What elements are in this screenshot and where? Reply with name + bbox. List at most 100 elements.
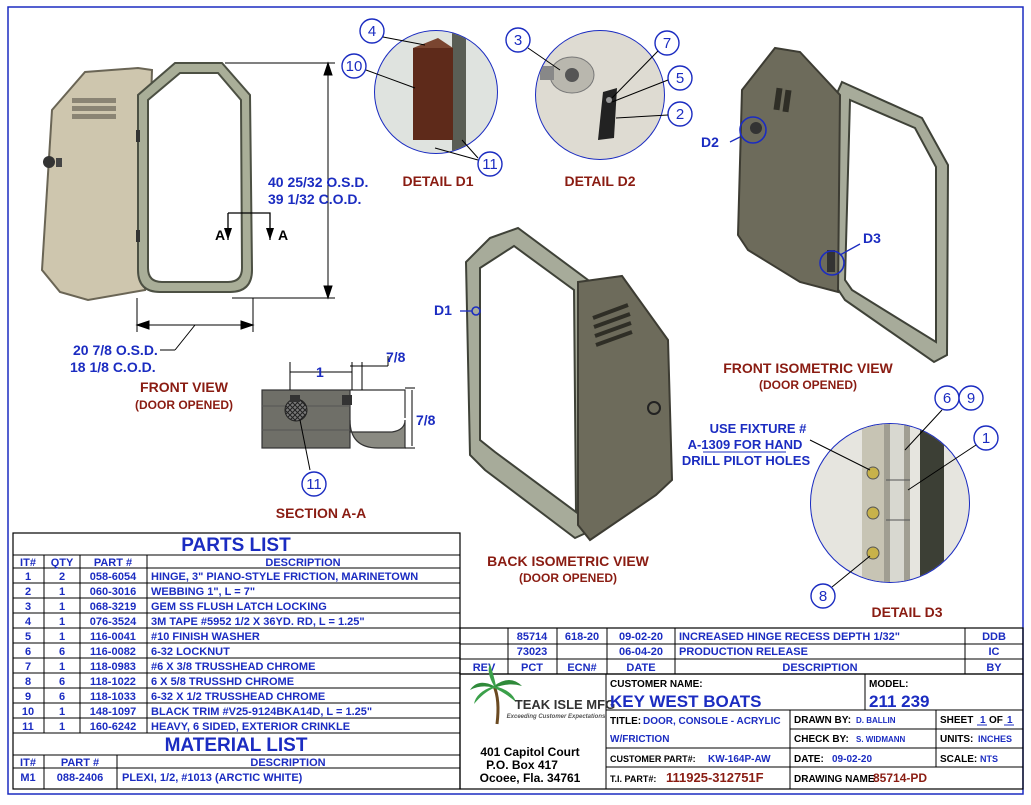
svg-text:11: 11 xyxy=(482,156,498,173)
parts-cell-part: 058-6054 xyxy=(90,571,137,583)
title-label: TITLE: xyxy=(610,716,641,727)
material-cell-description: PLEXI, 1/2, #1013 (ARCTIC WHITE) xyxy=(122,772,303,784)
date-label: DATE: xyxy=(794,754,824,765)
material-cell-it: M1 xyxy=(20,772,35,784)
sheet-border xyxy=(7,6,1024,795)
sheet-of: OF xyxy=(989,715,1003,726)
width-dimension-lines xyxy=(135,298,255,351)
units-value: INCHES xyxy=(978,734,1012,744)
drawn-by-value: D. BALLIN xyxy=(856,716,896,725)
rev-cell: DDB xyxy=(982,631,1006,643)
title-block: TEAK ISLE MFG Exceeding Customer Expecta… xyxy=(459,664,1024,790)
rev-cell: INCREASED HINGE RECESS DEPTH 1/32" xyxy=(679,631,900,643)
material-header-it: IT# xyxy=(20,757,36,769)
check-by-value: S. WIDMANN xyxy=(856,735,906,744)
callout-5 xyxy=(667,65,693,91)
note-line-2: A-1309 FOR HAND xyxy=(688,437,803,452)
rev-header-description: DESCRIPTION xyxy=(782,662,857,674)
ti-part-value: 111925-312751F xyxy=(666,770,764,785)
parts-cell-description: 6-32 LOCKNUT xyxy=(151,646,230,658)
model-value: 211 239 xyxy=(869,692,930,711)
sheet-label: SHEET xyxy=(940,715,973,726)
parts-header-description: DESCRIPTION xyxy=(265,557,340,569)
company-name: TEAK ISLE MFG xyxy=(515,697,615,712)
ti-part-label: T.I. PART#: xyxy=(610,774,656,784)
width-osd-label: 20 7/8 O.S.D. xyxy=(73,342,158,358)
rev-header-pct: PCT xyxy=(521,662,543,674)
parts-cell-it: 2 xyxy=(25,586,31,598)
parts-cell-part: 116-0082 xyxy=(90,646,136,658)
rev-header-ecn: ECN# xyxy=(567,662,596,674)
check-by-label: CHECK BY: xyxy=(794,734,849,745)
parts-cell-it: 9 xyxy=(25,691,31,703)
parts-cell-description: HINGE, 3" PIANO-STYLE FRICTION, MARINETO… xyxy=(151,571,418,583)
svg-text:10: 10 xyxy=(346,58,363,75)
rev-cell: PRODUCTION RELEASE xyxy=(679,646,808,658)
marker-d3: D3 xyxy=(863,230,881,246)
customer-part-label: CUSTOMER PART#: xyxy=(610,754,696,764)
parts-cell-qty: 2 xyxy=(59,571,65,583)
parts-cell-it: 10 xyxy=(22,706,34,718)
parts-cell-description: WEBBING 1", L = 7" xyxy=(151,586,255,598)
front-view-subtitle: (DOOR OPENED) xyxy=(135,398,233,412)
callout-3 xyxy=(505,27,531,53)
front-view-title: FRONT VIEW xyxy=(140,379,229,395)
parts-cell-qty: 1 xyxy=(59,586,65,598)
parts-cell-part: 118-0983 xyxy=(90,661,136,673)
section-title: SECTION A-A xyxy=(276,505,366,521)
front-iso-subtitle: (DOOR OPENED) xyxy=(759,378,857,392)
detail-d2-drawing xyxy=(535,30,665,160)
drawing-name-label: DRAWING NAME: xyxy=(794,774,878,785)
customer-part-value: KW-164P-AW xyxy=(708,754,771,765)
height-dimension-lines xyxy=(225,61,335,300)
parts-cell-qty: 6 xyxy=(59,676,65,688)
back-iso-title: BACK ISOMETRIC VIEW xyxy=(487,553,650,569)
svg-text:6: 6 xyxy=(943,390,951,407)
front-iso-title: FRONT ISOMETRIC VIEW xyxy=(723,360,893,376)
callout-1 xyxy=(973,425,999,451)
address-line-3: Ocoee, Fla. 34761 xyxy=(480,771,581,785)
svg-text:11: 11 xyxy=(306,476,322,493)
svg-text:3: 3 xyxy=(514,32,522,49)
marker-d2: D2 xyxy=(701,134,719,150)
section-dim-1: 1 xyxy=(316,364,324,380)
parts-header-qty: QTY xyxy=(51,557,74,569)
parts-cell-description: #10 FINISH WASHER xyxy=(151,631,260,643)
parts-cell-description: #6 X 3/8 TRUSSHEAD CHROME xyxy=(151,661,315,673)
palm-tree-logo-icon xyxy=(470,664,522,725)
height-cod-label: 39 1/32 C.O.D. xyxy=(268,191,361,207)
parts-cell-it: 7 xyxy=(25,661,31,673)
sheet-number: 1 xyxy=(980,715,986,726)
detail-d2-title: DETAIL D2 xyxy=(564,173,635,189)
parts-list-title: PARTS LIST xyxy=(181,535,291,556)
parts-cell-part: 116-0041 xyxy=(90,631,136,643)
parts-cell-part: 068-3219 xyxy=(90,601,137,613)
address-line-2: P.O. Box 417 xyxy=(486,758,558,772)
marker-d1: D1 xyxy=(434,302,452,318)
svg-text:5: 5 xyxy=(676,70,684,87)
drawn-by-label: DRAWN BY: xyxy=(794,715,851,726)
callout-7 xyxy=(654,30,680,56)
parts-header-it: IT# xyxy=(20,557,36,569)
rev-header-date: DATE xyxy=(626,662,655,674)
rev-cell: 85714 xyxy=(517,631,548,643)
customer-name: KEY WEST BOATS xyxy=(610,692,761,711)
parts-cell-qty: 1 xyxy=(59,706,65,718)
material-list-title: MATERIAL LIST xyxy=(165,735,308,756)
height-osd-label: 40 25/32 O.S.D. xyxy=(268,174,368,190)
front-view-drawing xyxy=(40,62,274,302)
front-isometric-drawing xyxy=(736,46,950,364)
parts-cell-qty: 6 xyxy=(59,646,65,658)
parts-cell-qty: 1 xyxy=(59,631,65,643)
parts-cell-description: GEM SS FLUSH LATCH LOCKING xyxy=(151,601,327,613)
section-dim-78-top: 7/8 xyxy=(386,349,406,365)
title-line-2: W/FRICTION xyxy=(610,734,669,745)
callout-9 xyxy=(958,385,984,411)
back-iso-subtitle: (DOOR OPENED) xyxy=(519,571,617,585)
units-label: UNITS: xyxy=(940,734,973,745)
detail-d1-title: DETAIL D1 xyxy=(402,173,473,189)
parts-cell-it: 3 xyxy=(25,601,31,613)
width-cod-label: 18 1/8 C.O.D. xyxy=(70,359,156,375)
rev-cell: IC xyxy=(989,646,1000,658)
